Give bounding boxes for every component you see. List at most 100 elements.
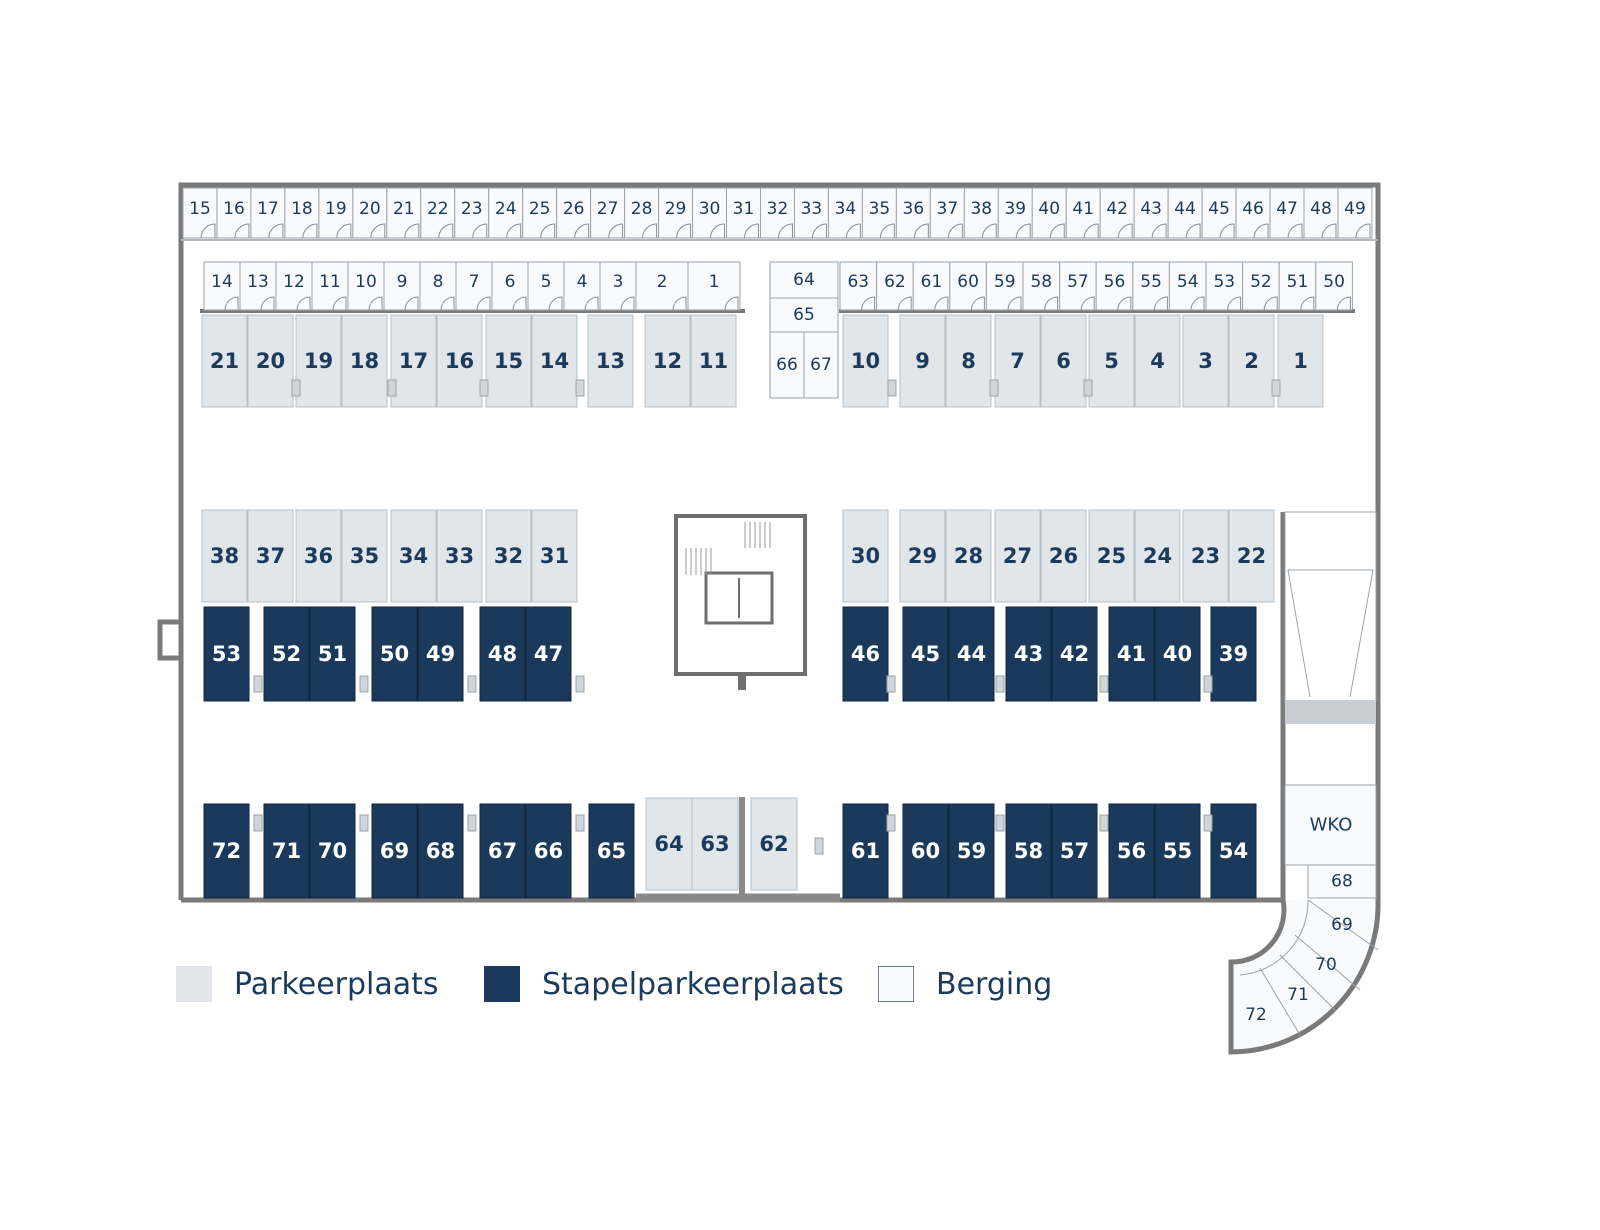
space-label-36: 36 bbox=[304, 544, 333, 568]
space-label-26: 26 bbox=[1049, 544, 1078, 568]
door-swing bbox=[1117, 223, 1133, 239]
door-swing bbox=[1219, 223, 1235, 239]
door-swing bbox=[947, 223, 963, 239]
parking-space-r4p-1 bbox=[691, 797, 739, 891]
storage-label-26: 26 bbox=[563, 199, 585, 219]
stack-space-r4l-2 bbox=[309, 803, 356, 899]
storage-unit-l2-12 bbox=[635, 261, 689, 311]
storage-label-29: 29 bbox=[665, 199, 687, 219]
storage-unit-l2-5 bbox=[383, 261, 421, 311]
stack-space-r4r-3 bbox=[1005, 803, 1052, 899]
column-pillar bbox=[1271, 379, 1281, 397]
space-label-52: 52 bbox=[272, 642, 301, 666]
door-swing bbox=[970, 296, 985, 311]
storage-label-56: 56 bbox=[1104, 272, 1126, 292]
storage-label-45: 45 bbox=[1208, 199, 1230, 219]
storage-unit-r2-13 bbox=[1315, 261, 1353, 311]
storage-unit-m-66 bbox=[769, 331, 805, 399]
door-swing bbox=[476, 296, 491, 311]
space-label-44: 44 bbox=[957, 642, 986, 666]
space-label-8: 8 bbox=[961, 349, 976, 373]
storage-label-2: 2 bbox=[657, 272, 668, 292]
storage-label-17: 17 bbox=[257, 199, 279, 219]
parking-space-r2-9 bbox=[899, 509, 946, 603]
storage-unit-top-26 bbox=[1065, 187, 1101, 239]
stack-space-r4l-1 bbox=[263, 803, 310, 899]
space-label-16: 16 bbox=[445, 349, 474, 373]
parking-space-r1-18 bbox=[1182, 314, 1229, 408]
storage-unit-top-4 bbox=[318, 187, 354, 239]
storage-unit-m-64 bbox=[769, 261, 839, 299]
door-swing bbox=[724, 296, 739, 311]
door-swing bbox=[404, 223, 420, 239]
ramp-area bbox=[1284, 511, 1377, 703]
door-swing bbox=[981, 223, 997, 239]
storage-unit-r2-3 bbox=[949, 261, 987, 311]
space-label-23: 23 bbox=[1191, 544, 1220, 568]
space-label-43: 43 bbox=[1014, 642, 1043, 666]
door-swing bbox=[260, 296, 275, 311]
space-label-38: 38 bbox=[210, 544, 239, 568]
stack-space-r3-2 bbox=[309, 606, 356, 702]
column-pillar bbox=[575, 675, 585, 693]
space-label-32: 32 bbox=[494, 544, 523, 568]
legend-item-berging: Berging bbox=[878, 966, 1052, 1002]
storage-label-14: 14 bbox=[211, 272, 233, 292]
curved-wall bbox=[1228, 899, 1381, 1055]
parking-space-r1-4 bbox=[390, 314, 437, 408]
stack-space-r4r-1 bbox=[902, 803, 949, 899]
storage-unit-l2-3 bbox=[311, 261, 349, 311]
storage-label-27: 27 bbox=[597, 199, 619, 219]
storage-unit-r2-1 bbox=[876, 261, 914, 311]
space-label-40: 40 bbox=[1163, 642, 1192, 666]
parking-space-r1-20 bbox=[1277, 314, 1324, 408]
storage-label-52: 52 bbox=[1250, 272, 1272, 292]
storage-unit-top-14 bbox=[658, 187, 694, 239]
door-swing bbox=[200, 223, 216, 239]
door-swing bbox=[1083, 223, 1099, 239]
storage-label-42: 42 bbox=[1106, 199, 1128, 219]
parking-space-r2-11 bbox=[994, 509, 1041, 603]
space-label-5: 5 bbox=[1104, 349, 1119, 373]
storage-label-20: 20 bbox=[359, 199, 381, 219]
space-label-4: 4 bbox=[1150, 349, 1165, 373]
storage-label-57: 57 bbox=[1067, 272, 1089, 292]
parking-space-r1-12 bbox=[899, 314, 946, 408]
storage-label-53: 53 bbox=[1213, 272, 1235, 292]
storage-unit-top-22 bbox=[929, 187, 965, 239]
storage-unit-top-28 bbox=[1133, 187, 1169, 239]
storage-unit-top-11 bbox=[556, 187, 592, 239]
storage-unit-c-68 bbox=[1307, 864, 1377, 899]
door-swing bbox=[1263, 296, 1278, 311]
storage-unit-top-21 bbox=[895, 187, 931, 239]
space-label-47: 47 bbox=[534, 642, 563, 666]
door-swing bbox=[548, 296, 563, 311]
column-pillar bbox=[1203, 675, 1213, 693]
door-swing bbox=[861, 296, 876, 311]
door-swing bbox=[1153, 296, 1168, 311]
column-pillar bbox=[1099, 675, 1109, 693]
space-label-48: 48 bbox=[488, 642, 517, 666]
storage-label-68: 68 bbox=[1331, 872, 1353, 892]
column-pillar bbox=[887, 379, 897, 397]
door-swing bbox=[1049, 223, 1065, 239]
storage-label-51: 51 bbox=[1287, 272, 1309, 292]
storage-label-12: 12 bbox=[283, 272, 305, 292]
column-pillar bbox=[253, 814, 263, 832]
wall-niche bbox=[157, 619, 181, 661]
parking-spaces bbox=[201, 314, 1324, 899]
door-swing bbox=[1117, 296, 1132, 311]
door-swing bbox=[1080, 296, 1095, 311]
door-swing bbox=[1190, 296, 1205, 311]
column-pillar bbox=[479, 379, 489, 397]
space-label-72: 72 bbox=[212, 839, 241, 863]
space-label-14: 14 bbox=[540, 349, 569, 373]
storage-unit-top-23 bbox=[963, 187, 999, 239]
space-label-37: 37 bbox=[256, 544, 285, 568]
space-label-9: 9 bbox=[915, 349, 930, 373]
ramp-gate bbox=[1285, 700, 1376, 724]
storage-unit-r2-6 bbox=[1059, 261, 1097, 311]
storage-label-8: 8 bbox=[433, 272, 444, 292]
storage-label-30: 30 bbox=[699, 199, 721, 219]
storage-label-58: 58 bbox=[1030, 272, 1052, 292]
